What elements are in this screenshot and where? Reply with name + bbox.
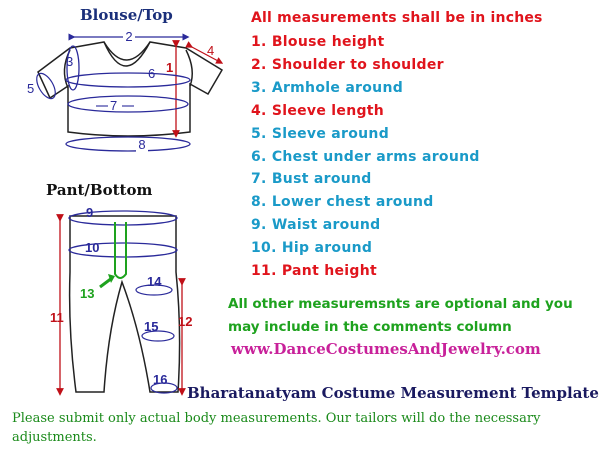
measurement-item: 3. Armhole around: [251, 79, 404, 96]
blouse-title: Blouse/Top: [80, 6, 173, 24]
sleeve-length-line: [185, 41, 224, 64]
lower-chest-ellipse: [65, 136, 191, 152]
measurement-item: 1. Blouse height: [251, 34, 385, 50]
measurement-item: 7. Bust around: [251, 171, 372, 188]
website-link[interactable]: www.DanceCostumesAndJewelry.com: [231, 340, 541, 358]
hip-ellipse: [68, 242, 178, 258]
optional-note-line-1: All other measuremsnts are optional and …: [228, 296, 573, 312]
measurement-item: 5. Sleeve around: [251, 125, 390, 142]
armhole-ellipse: [66, 45, 80, 91]
bust-ellipse: [67, 95, 189, 113]
template-title: Bharatanatyam Costume Measurement Templa…: [187, 384, 599, 402]
waist-ellipse: [68, 210, 178, 226]
chest-under-arms-ellipse: [65, 72, 191, 88]
label-13: 13: [80, 286, 94, 301]
label-9: 9: [86, 205, 93, 220]
optional-note-line-2: may include in the comments column: [228, 319, 512, 335]
measurement-item: 2. Shoulder to shoulder: [251, 56, 444, 73]
measurement-item: 6. Chest under arms around: [251, 148, 480, 165]
crotch-measure-line: [114, 222, 127, 279]
knee-ellipse: [141, 330, 175, 342]
label-7: 7: [110, 98, 117, 113]
measurement-item: 8. Lower chest around: [251, 194, 434, 211]
measurement-item: 11. Pant height: [251, 263, 377, 279]
thigh-ellipse: [135, 284, 173, 296]
footer-line-1: Please submit only actual body measureme…: [12, 411, 541, 426]
label-1: 1: [166, 60, 173, 75]
label-5: 5: [27, 81, 34, 96]
label-16: 16: [153, 372, 167, 387]
label-6: 6: [148, 66, 155, 81]
measurement-item: 10. Hip around: [251, 240, 373, 257]
footer-line-2: adjustments.: [12, 430, 97, 445]
label-3: 3: [66, 54, 73, 69]
label-15: 15: [144, 319, 158, 334]
label-8: 8: [138, 137, 145, 152]
label-12: 12: [178, 314, 192, 329]
measurement-item: 4. Sleeve length: [251, 102, 385, 119]
ankle-ellipse: [150, 382, 178, 394]
measurement-item: 9. Waist around: [251, 217, 381, 234]
instructions-header: All measurements shall be in inches: [251, 10, 543, 26]
sleeve-around-ellipse: [36, 72, 56, 100]
label-2: 2: [125, 29, 132, 44]
label-10: 10: [85, 240, 99, 255]
label-4: 4: [207, 43, 214, 58]
pant-title: Pant/Bottom: [46, 181, 153, 199]
label-14: 14: [147, 274, 162, 289]
label-11: 11: [50, 310, 64, 325]
